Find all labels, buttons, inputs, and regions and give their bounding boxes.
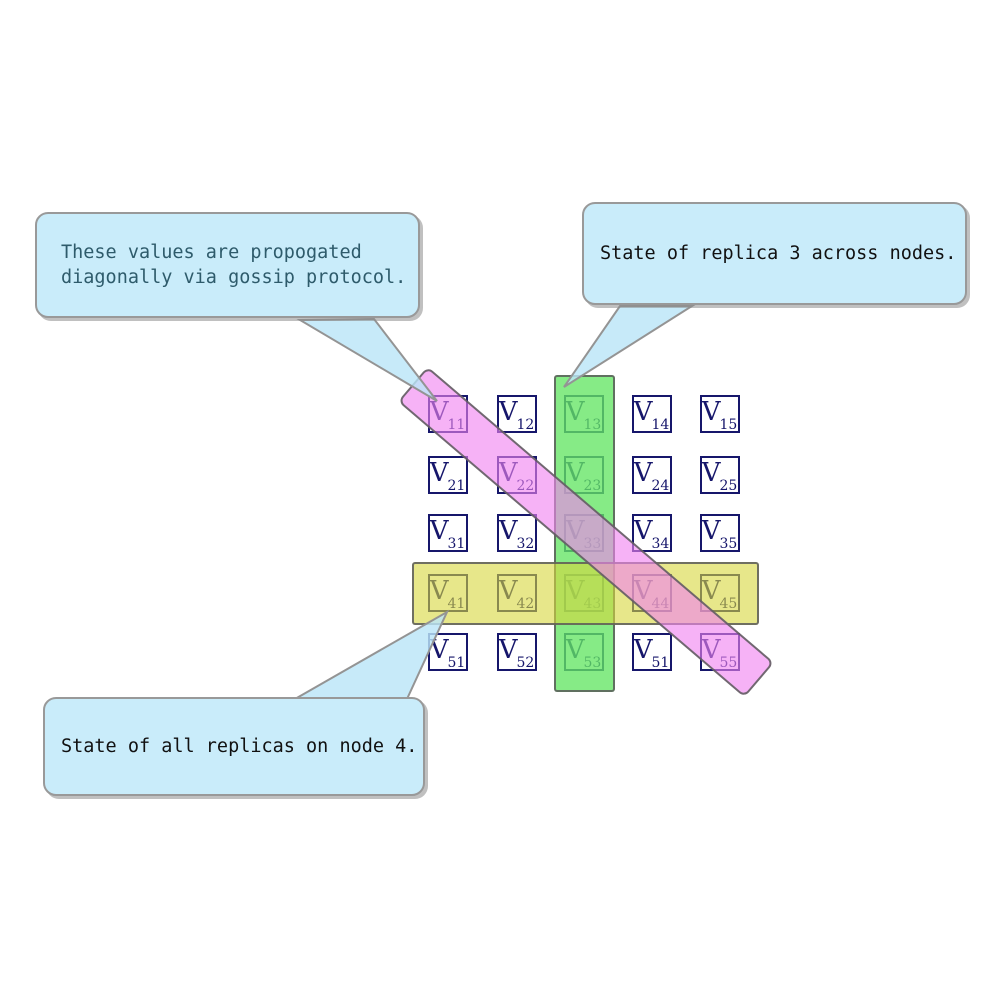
matrix-cell-label: V15 (701, 396, 738, 434)
matrix-cell-V24: V24 (632, 456, 672, 494)
matrix-cell-V25: V25 (700, 456, 740, 494)
matrix-cell-V31: V31 (428, 514, 468, 552)
matrix-cell-label: V25 (701, 457, 738, 495)
matrix-cell-V52: V52 (497, 633, 537, 671)
matrix-cell-V12: V12 (497, 395, 537, 433)
matrix-cell-V32: V32 (497, 514, 537, 552)
matrix-cell-V51: V51 (632, 633, 672, 671)
matrix-cell-label: V21 (429, 457, 466, 495)
matrix-cell-V14: V14 (632, 395, 672, 433)
callout-replica-3-text: State of replica 3 across nodes. (600, 243, 957, 264)
callout-gossip-protocol: These values are propogated diagonally v… (35, 212, 420, 318)
callout-gossip-protocol-text: These values are propogated diagonally v… (61, 242, 407, 288)
matrix-cell-V34: V34 (632, 514, 672, 552)
callout-node-4-text: State of all replicas on node 4. (61, 736, 418, 757)
matrix-cell-V51: V51 (428, 633, 468, 671)
matrix-cell-label: V24 (633, 457, 670, 495)
callout-replica-3: State of replica 3 across nodes. (582, 202, 967, 305)
callout-3-pointer (291, 609, 450, 700)
matrix-cell-V35: V35 (700, 514, 740, 552)
matrix-cell-V21: V21 (428, 456, 468, 494)
matrix-cell-label: V52 (498, 634, 535, 672)
matrix-cell-label: V51 (429, 634, 466, 672)
matrix-cell-label: V34 (633, 515, 670, 553)
matrix-cell-V15: V15 (700, 395, 740, 433)
matrix-cell-label: V51 (633, 634, 670, 672)
matrix-cell-label: V35 (701, 515, 738, 553)
matrix-cell-label: V14 (633, 396, 670, 434)
callout-node-4: State of all replicas on node 4. (43, 697, 425, 796)
matrix-cell-label: V32 (498, 515, 535, 553)
matrix-cell-label: V31 (429, 515, 466, 553)
matrix-cell-label: V12 (498, 396, 535, 434)
